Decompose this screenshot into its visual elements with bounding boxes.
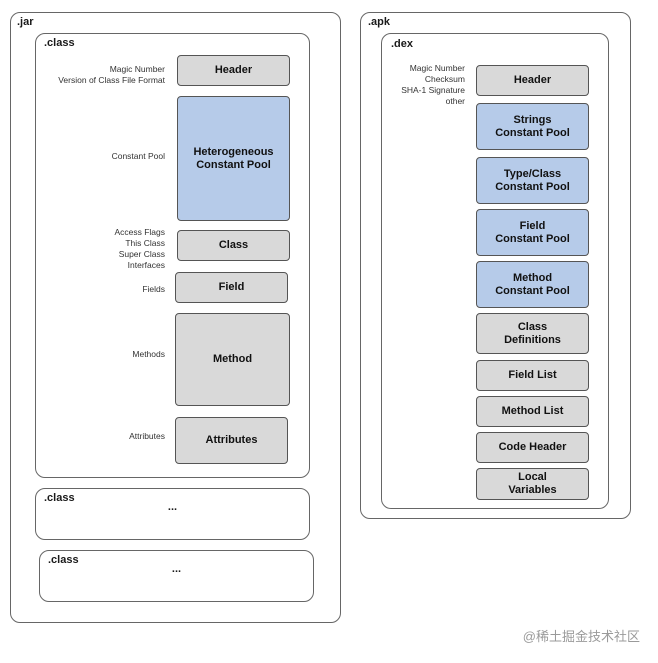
class-header-block: Header xyxy=(177,55,290,86)
method-block: Method xyxy=(175,313,290,406)
class-container: .class Magic Number Version of Class Fil… xyxy=(35,33,310,478)
class-title: .class xyxy=(44,37,75,49)
field-list-block: Field List xyxy=(476,360,589,391)
apk-container: .apk .dex Magic Number Checksum SHA-1 Si… xyxy=(360,12,631,519)
dex-header-note: Magic Number Checksum SHA-1 Signature ot… xyxy=(401,63,465,106)
constant-pool-note: Constant Pool xyxy=(111,151,165,161)
class-note: Access Flags This Class Super Class Inte… xyxy=(114,227,165,270)
strings-constant-pool-block: Strings Constant Pool xyxy=(476,103,589,150)
method-list-block: Method List xyxy=(476,396,589,427)
jar-title: .jar xyxy=(17,16,34,28)
field-block: Field xyxy=(175,272,288,303)
apk-title: .apk xyxy=(368,16,391,28)
header-note: Magic Number Version of Class File Forma… xyxy=(58,64,165,85)
attributes-note: Attributes xyxy=(129,431,165,441)
dex-header-block: Header xyxy=(476,65,589,96)
dex-container: .dex Magic Number Checksum SHA-1 Signatu… xyxy=(381,33,609,509)
method-constant-pool-block: Method Constant Pool xyxy=(476,261,589,308)
code-header-block: Code Header xyxy=(476,432,589,463)
class-container-3: .class ... xyxy=(39,550,314,602)
local-variables-block: Local Variables xyxy=(476,468,589,500)
class-title-2: .class xyxy=(44,492,75,504)
class-container-2: .class ... xyxy=(35,488,310,540)
ellipsis-2: ... xyxy=(167,501,178,513)
methods-note: Methods xyxy=(132,349,165,359)
jar-container: .jar .class Magic Number Version of Clas… xyxy=(10,12,341,623)
type-class-constant-pool-block: Type/Class Constant Pool xyxy=(476,157,589,204)
class-block: Class xyxy=(177,230,290,261)
fields-note: Fields xyxy=(142,284,165,294)
watermark: @稀土掘金技术社区 xyxy=(522,629,640,644)
dex-title: .dex xyxy=(391,38,414,50)
class-title-3: .class xyxy=(48,554,79,566)
ellipsis-3: ... xyxy=(171,563,182,575)
attributes-block: Attributes xyxy=(175,417,288,464)
field-constant-pool-block: Field Constant Pool xyxy=(476,209,589,256)
class-definitions-block: Class Definitions xyxy=(476,313,589,354)
heterogeneous-constant-pool-block: Heterogeneous Constant Pool xyxy=(177,96,290,221)
